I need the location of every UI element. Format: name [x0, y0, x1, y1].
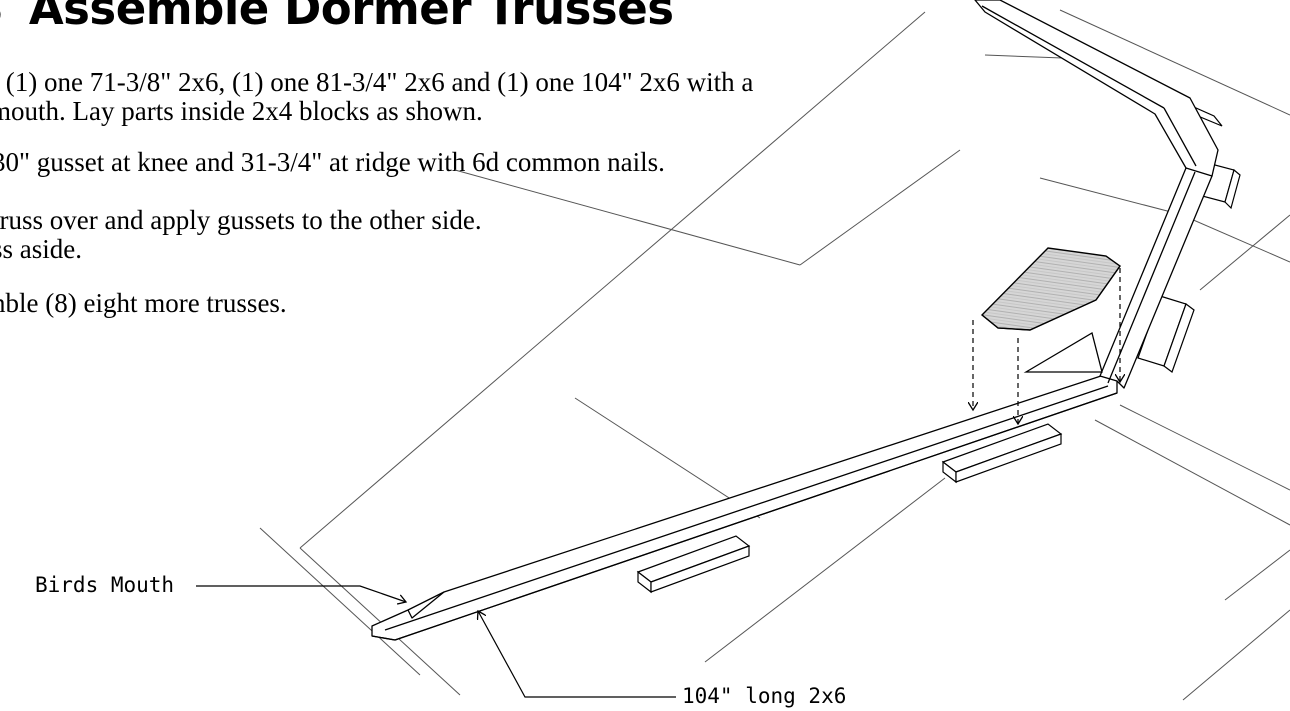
sheathing-line — [454, 169, 801, 266]
sheathing-line — [299, 547, 461, 696]
sheathing-line — [1119, 404, 1290, 491]
page-title: 8 Assemble Dormer Trusses — [0, 0, 674, 35]
sheathing-line — [299, 11, 926, 549]
callout-leaders — [196, 585, 676, 698]
sheathing-line — [1094, 419, 1290, 526]
step-number: 8 — [0, 0, 3, 35]
rafter-length-label: 104" long 2x6 — [682, 684, 847, 708]
birds-mouth-leader — [196, 585, 406, 602]
step-1-line-1: r (1) one 71-3/8" 2x6, (1) one 81-3/4" 2… — [0, 67, 754, 97]
step-1-line-2: mouth. Lay parts inside 2x4 blocks as sh… — [0, 96, 483, 126]
instruction-step-1: r (1) one 71-3/8" 2x6, (1) one 81-3/4" 2… — [0, 68, 753, 126]
sheathing-line — [1039, 177, 1176, 214]
upper-member — [974, 0, 1219, 177]
layout-block — [941, 423, 1063, 484]
bottom-chord-104 — [371, 374, 1118, 641]
rafter-length-leader — [478, 611, 676, 698]
step-2-line-1: 30" gusset at knee and 31-3/4" at ridge … — [0, 147, 665, 177]
sheathing-line — [1199, 214, 1290, 291]
gusset-plate — [980, 247, 1121, 331]
sheathing-line — [1224, 549, 1290, 601]
placement-arrows — [973, 268, 1120, 424]
sheathing-line — [704, 477, 946, 663]
title-text: Assemble Dormer Trusses — [28, 0, 674, 35]
knee-gusset-outline — [1023, 331, 1103, 373]
layout-block — [636, 535, 751, 594]
step-3-line-1: truss over and apply gussets to the othe… — [0, 205, 482, 235]
birds-mouth-label: Birds Mouth — [35, 573, 175, 597]
instruction-step-3: truss over and apply gussets to the othe… — [0, 206, 482, 264]
sheathing-line — [799, 149, 961, 266]
sheathing-line — [1059, 9, 1290, 116]
step-3-line-2: ss aside. — [0, 234, 82, 264]
sheathing-line — [259, 527, 421, 676]
instruction-step-2: 30" gusset at knee and 31-3/4" at ridge … — [0, 148, 665, 177]
instruction-step-4: nble (8) eight more trusses. — [0, 289, 287, 318]
sheathing-line — [1182, 609, 1290, 701]
layout-blocks — [636, 90, 1241, 594]
step-4-line-1: nble (8) eight more trusses. — [0, 288, 287, 318]
